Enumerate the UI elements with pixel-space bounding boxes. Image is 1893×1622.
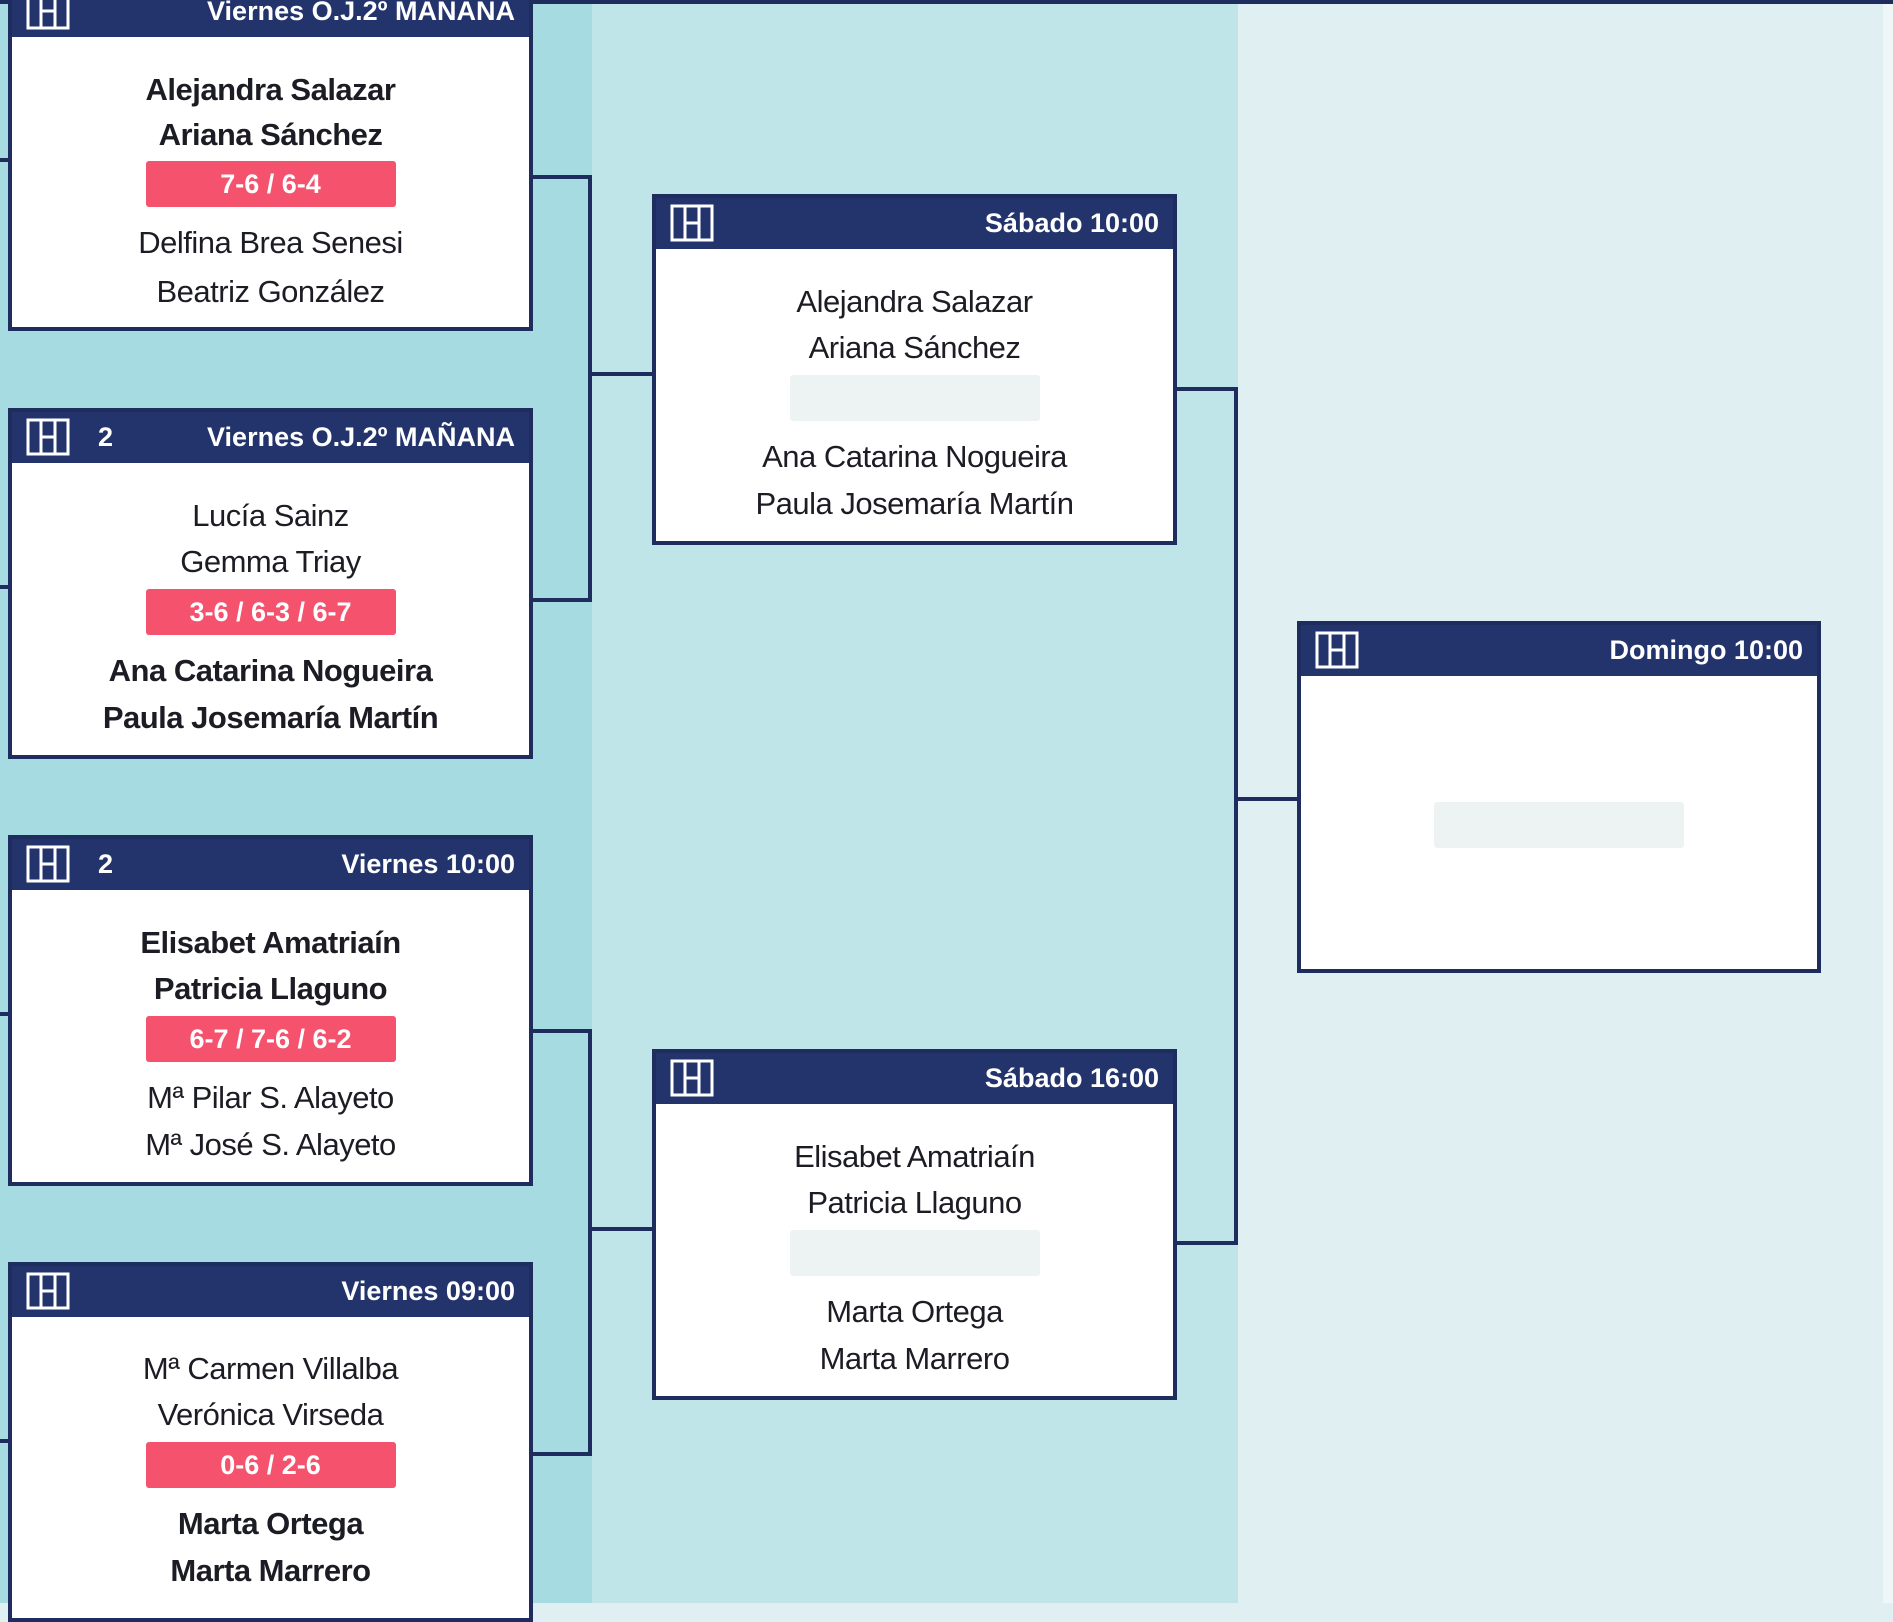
match-time: Sábado 10:00 <box>984 208 1159 238</box>
court-icon <box>670 1059 714 1097</box>
connector-line <box>530 175 592 179</box>
match-card-semifinal-1[interactable]: Sábado 10:00 Alejandra Salazar Ariana Sá… <box>652 194 1177 545</box>
team2-player1: Mª Pilar S. Alayeto <box>147 1080 394 1115</box>
connector-line <box>588 1227 652 1231</box>
court-icon <box>26 0 70 30</box>
match-score-pending <box>789 1230 1040 1276</box>
court-number: 2 <box>98 422 114 452</box>
match-card-quarterfinal-2[interactable]: 2 Viernes O.J.2º MAÑANA Lucía Sainz Gemm… <box>8 408 533 759</box>
connector-line <box>530 1029 592 1033</box>
match-score: 6-7 / 7-6 / 6-2 <box>145 1016 396 1062</box>
team2-player2: Paula Josemaría Martín <box>102 700 439 735</box>
match-card-final[interactable]: Domingo 10:00 <box>1297 621 1821 973</box>
team1-player2: Ariana Sánchez <box>808 330 1021 365</box>
court-icon <box>26 418 70 456</box>
team1-player1: Alejandra Salazar <box>796 284 1033 319</box>
connector-line <box>1172 1241 1238 1245</box>
match-score: 7-6 / 6-4 <box>145 161 396 207</box>
match-time: Domingo 10:00 <box>1609 635 1803 665</box>
team2-player2: Paula Josemaría Martín <box>755 486 1074 521</box>
match-time: Viernes 10:00 <box>341 849 515 879</box>
match-card-quarterfinal-3[interactable]: 2 Viernes 10:00 Elisabet Amatriaín Patri… <box>8 835 533 1186</box>
match-card-semifinal-2[interactable]: Sábado 16:00 Elisabet Amatriaín Patricia… <box>652 1049 1177 1400</box>
match-header: 2 Viernes 10:00 <box>12 839 529 890</box>
team2-player1: Marta Ortega <box>826 1294 1003 1329</box>
match-card-quarterfinal-4[interactable]: Viernes 09:00 Mª Carmen Villalba Verónic… <box>8 1262 533 1622</box>
match-header: Sábado 16:00 <box>656 1053 1173 1104</box>
match-time: Viernes 09:00 <box>341 1276 515 1306</box>
connector-line <box>1172 387 1238 391</box>
match-score: 0-6 / 2-6 <box>145 1442 396 1488</box>
team1-player1: Elisabet Amatriaín <box>794 1139 1035 1174</box>
match-header: 2 Viernes O.J.2º MAÑANA <box>12 412 529 463</box>
connector-line <box>588 175 592 602</box>
match-time: Viernes O.J.2º MAÑANA <box>207 0 515 26</box>
connector-line <box>0 158 10 162</box>
connector-line <box>1234 797 1298 801</box>
team1-player2: Gemma Triay <box>180 544 361 579</box>
team2-player2: Marta Marrero <box>170 1553 371 1588</box>
court-icon <box>670 204 714 242</box>
connector-line <box>0 1012 10 1016</box>
match-score-pending <box>789 375 1040 421</box>
team2-player1: Ana Catarina Nogueira <box>108 653 433 688</box>
team2-player1: Marta Ortega <box>177 1506 364 1541</box>
team1-player2: Patricia Llaguno <box>807 1185 1022 1220</box>
match-time: Viernes O.J.2º MAÑANA <box>207 422 515 452</box>
match-header: Viernes O.J.2º MAÑANA <box>12 0 529 37</box>
team1-player2: Patricia Llaguno <box>153 971 388 1006</box>
connector-line <box>530 598 592 602</box>
team1-player2: Ariana Sánchez <box>158 117 383 152</box>
team2-player1: Ana Catarina Nogueira <box>762 439 1067 474</box>
connector-line <box>588 372 652 376</box>
connector-line <box>0 585 10 589</box>
team1-player1: Alejandra Salazar <box>145 72 396 107</box>
team2-player2: Marta Marrero <box>819 1341 1010 1376</box>
team1-player1: Elisabet Amatriaín <box>140 925 401 960</box>
team1-player2: Verónica Virseda <box>157 1397 384 1432</box>
match-header: Domingo 10:00 <box>1301 625 1817 676</box>
connector-line <box>1234 387 1238 1245</box>
match-header: Sábado 10:00 <box>656 198 1173 249</box>
court-icon <box>26 1272 70 1310</box>
page-edge <box>1883 0 1893 1603</box>
court-number: 2 <box>98 849 114 879</box>
match-score-pending <box>1434 802 1684 848</box>
top-divider <box>0 0 1893 4</box>
match-header: Viernes 09:00 <box>12 1266 529 1317</box>
team2-player2: Mª José S. Alayeto <box>145 1127 396 1162</box>
connector-line <box>588 1029 592 1456</box>
team1-player1: Mª Carmen Villalba <box>142 1351 399 1386</box>
match-card-quarterfinal-1[interactable]: Viernes O.J.2º MAÑANA Alejandra Salazar … <box>8 0 533 331</box>
court-icon <box>1315 631 1359 669</box>
connector-line <box>530 1452 592 1456</box>
team1-player1: Lucía Sainz <box>192 498 349 533</box>
team2-player2: Beatriz González <box>156 274 385 309</box>
team2-player1: Delfina Brea Senesi <box>138 225 403 260</box>
match-score: 3-6 / 6-3 / 6-7 <box>145 589 396 635</box>
connector-line <box>0 1439 10 1443</box>
match-time: Sábado 16:00 <box>984 1063 1159 1093</box>
court-icon <box>26 845 70 883</box>
